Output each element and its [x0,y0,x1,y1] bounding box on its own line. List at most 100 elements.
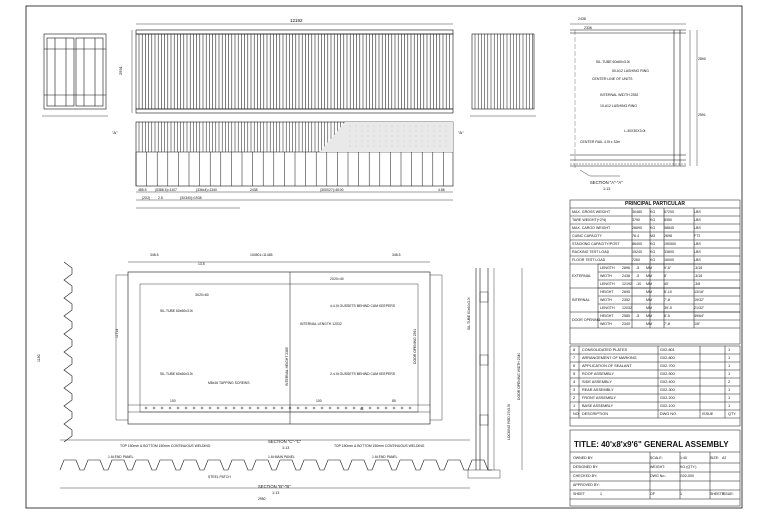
svg-text:1:13: 1:13 [282,446,289,450]
svg-text:(300X27)=8100: (300X27)=8100 [320,188,344,192]
title-block-row-1: DESIGNED BY:WEIGHT:KG.(QTY.) [573,465,697,469]
svg-text:1.6t MAIN PANEL: 1.6t MAIN PANEL [268,455,295,459]
svg-text:104501=11465: 104501=11465 [250,253,273,257]
svg-text:(336x4)=1340: (336x4)=1340 [196,188,217,192]
svg-text:SIL.TUBE 60x60x3.0t: SIL.TUBE 60x60x3.0t [160,309,193,313]
height-dim: 2591 [118,65,123,75]
svg-text:4-4.0t GUSSETS BEHIND CAM KEEP: 4-4.0t GUSSETS BEHIND CAM KEEPERS [330,304,396,308]
side-elevation [131,23,454,114]
svg-text:STEEL PATCH: STEEL PATCH [208,475,231,479]
front-end-view [42,33,108,117]
svg-text:2950: 2950 [258,497,266,501]
svg-text:13.5: 13.5 [198,262,205,266]
section-a-marker-left: "A" [112,130,118,135]
bom-table [569,345,741,427]
title-block-row-2: CHECKED BY:DWG No.:G02-000 [573,474,694,478]
svg-text:DOOR OPENING WIDTH 2340: DOOR OPENING WIDTH 2340 [517,353,521,400]
principal-particular-table [569,199,741,345]
section-cc-view [59,261,492,489]
title-block-row-3: APPROVED BY: [573,483,600,487]
right-section-labels: SIL.TUBE 60x60x3.0t DOOR OPENING WIDTH 2… [467,297,521,440]
svg-text:LOCKING ROD 27x3.5t: LOCKING ROD 27x3.5t [507,404,511,440]
side-wall-profile [63,261,73,443]
svg-text:85: 85 [392,399,396,403]
right-section-view [467,268,523,479]
svg-text:CENTER LINE OF UNITS: CENTER LINE OF UNITS [592,77,633,81]
svg-text:SIL.TUBE 60x60x3.0t: SIL.TUBE 60x60x3.0t [160,372,193,376]
svg-text:100: 100 [316,399,322,403]
drawing-title: TITLE: 40'x8'x9'6" GENERAL ASSEMBLY [574,440,729,449]
sheet-border [25,5,743,509]
svg-text:INTERNAL HEIGHT 2385: INTERNAL HEIGHT 2385 [285,347,289,386]
rear-end-view [470,33,536,117]
svg-text:INTERNAL LENGTH 12032: INTERNAL LENGTH 12032 [300,322,342,326]
section-cc-labels: 348.5 104501=11465 348.5 13.5 3X20=60 2X… [108,253,425,501]
svg-text:1:13: 1:13 [272,491,279,495]
svg-text:41: 41 [360,407,364,411]
svg-text:1:13: 1:13 [603,187,610,191]
svg-text:CENTER RAIL 4.0t x 32m: CENTER RAIL 4.0t x 32m [580,140,620,144]
svg-text:3X20=60: 3X20=60 [195,293,209,297]
svg-text:1.6t END PANEL: 1.6t END PANEL [372,455,398,459]
section-cc-title: SECTION "C"-"C" [268,439,302,444]
svg-text:TOP 150mm & BOTTOM 150mm CONTI: TOP 150mm & BOTTOM 150mm CONTINUOUS WELD… [334,444,425,448]
svg-text:M8x16 TAPPING SCREWS: M8x16 TAPPING SCREWS [208,381,250,385]
plan-view [135,121,454,209]
svg-text:11714: 11714 [115,329,119,338]
svg-text:2591: 2591 [698,113,706,117]
svg-text:2.5: 2.5 [158,196,163,200]
svg-text:DOOR OPENING 2591: DOOR OPENING 2591 [413,329,417,364]
svg-text:TOP 150mm & BOTTOM 150mm CONTI: TOP 150mm & BOTTOM 150mm CONTINUOUS WELD… [120,444,211,448]
svg-text:4.86: 4.86 [438,188,445,192]
svg-text:100: 100 [170,399,176,403]
svg-text:SIL.TUBE 60x60x3.0t: SIL.TUBE 60x60x3.0t [596,60,630,64]
section-aa-view [570,23,698,177]
svg-text:2336: 2336 [584,26,592,30]
svg-text:(2X2): (2X2) [142,196,150,200]
svg-text:SIL.TUBE 60x60x3.0t: SIL.TUBE 60x60x3.0t [467,297,471,330]
svg-text:348.5: 348.5 [392,253,401,257]
svg-text:10-#12 LASHING RING: 10-#12 LASHING RING [600,104,637,108]
section-bb-title: SECTION "B"-"B" [258,484,291,489]
overall-length-dim: 12192 [290,18,303,23]
principal-particular-title: PRINCIPAL PARTICULAR [625,201,685,207]
bottom-dimension-labels: 485.5 (5388.5)=1107 (336x4)=1340 2438 (3… [138,188,445,200]
svg-text:2438: 2438 [250,188,258,192]
svg-text:485.5: 485.5 [138,188,147,192]
svg-text:348.5: 348.5 [150,253,159,257]
svg-text:2X20=40: 2X20=40 [330,277,344,281]
svg-text:50-#12 LASHING RING: 50-#12 LASHING RING [612,69,649,73]
svg-text:1.6t END PANEL: 1.6t END PANEL [108,455,134,459]
section-aa-labels: SIL.TUBE 60x60x3.0t 50-#12 LASHING RING … [578,17,706,191]
left-profile-label: 1180 [37,354,41,362]
svg-text:2890: 2890 [698,57,706,61]
